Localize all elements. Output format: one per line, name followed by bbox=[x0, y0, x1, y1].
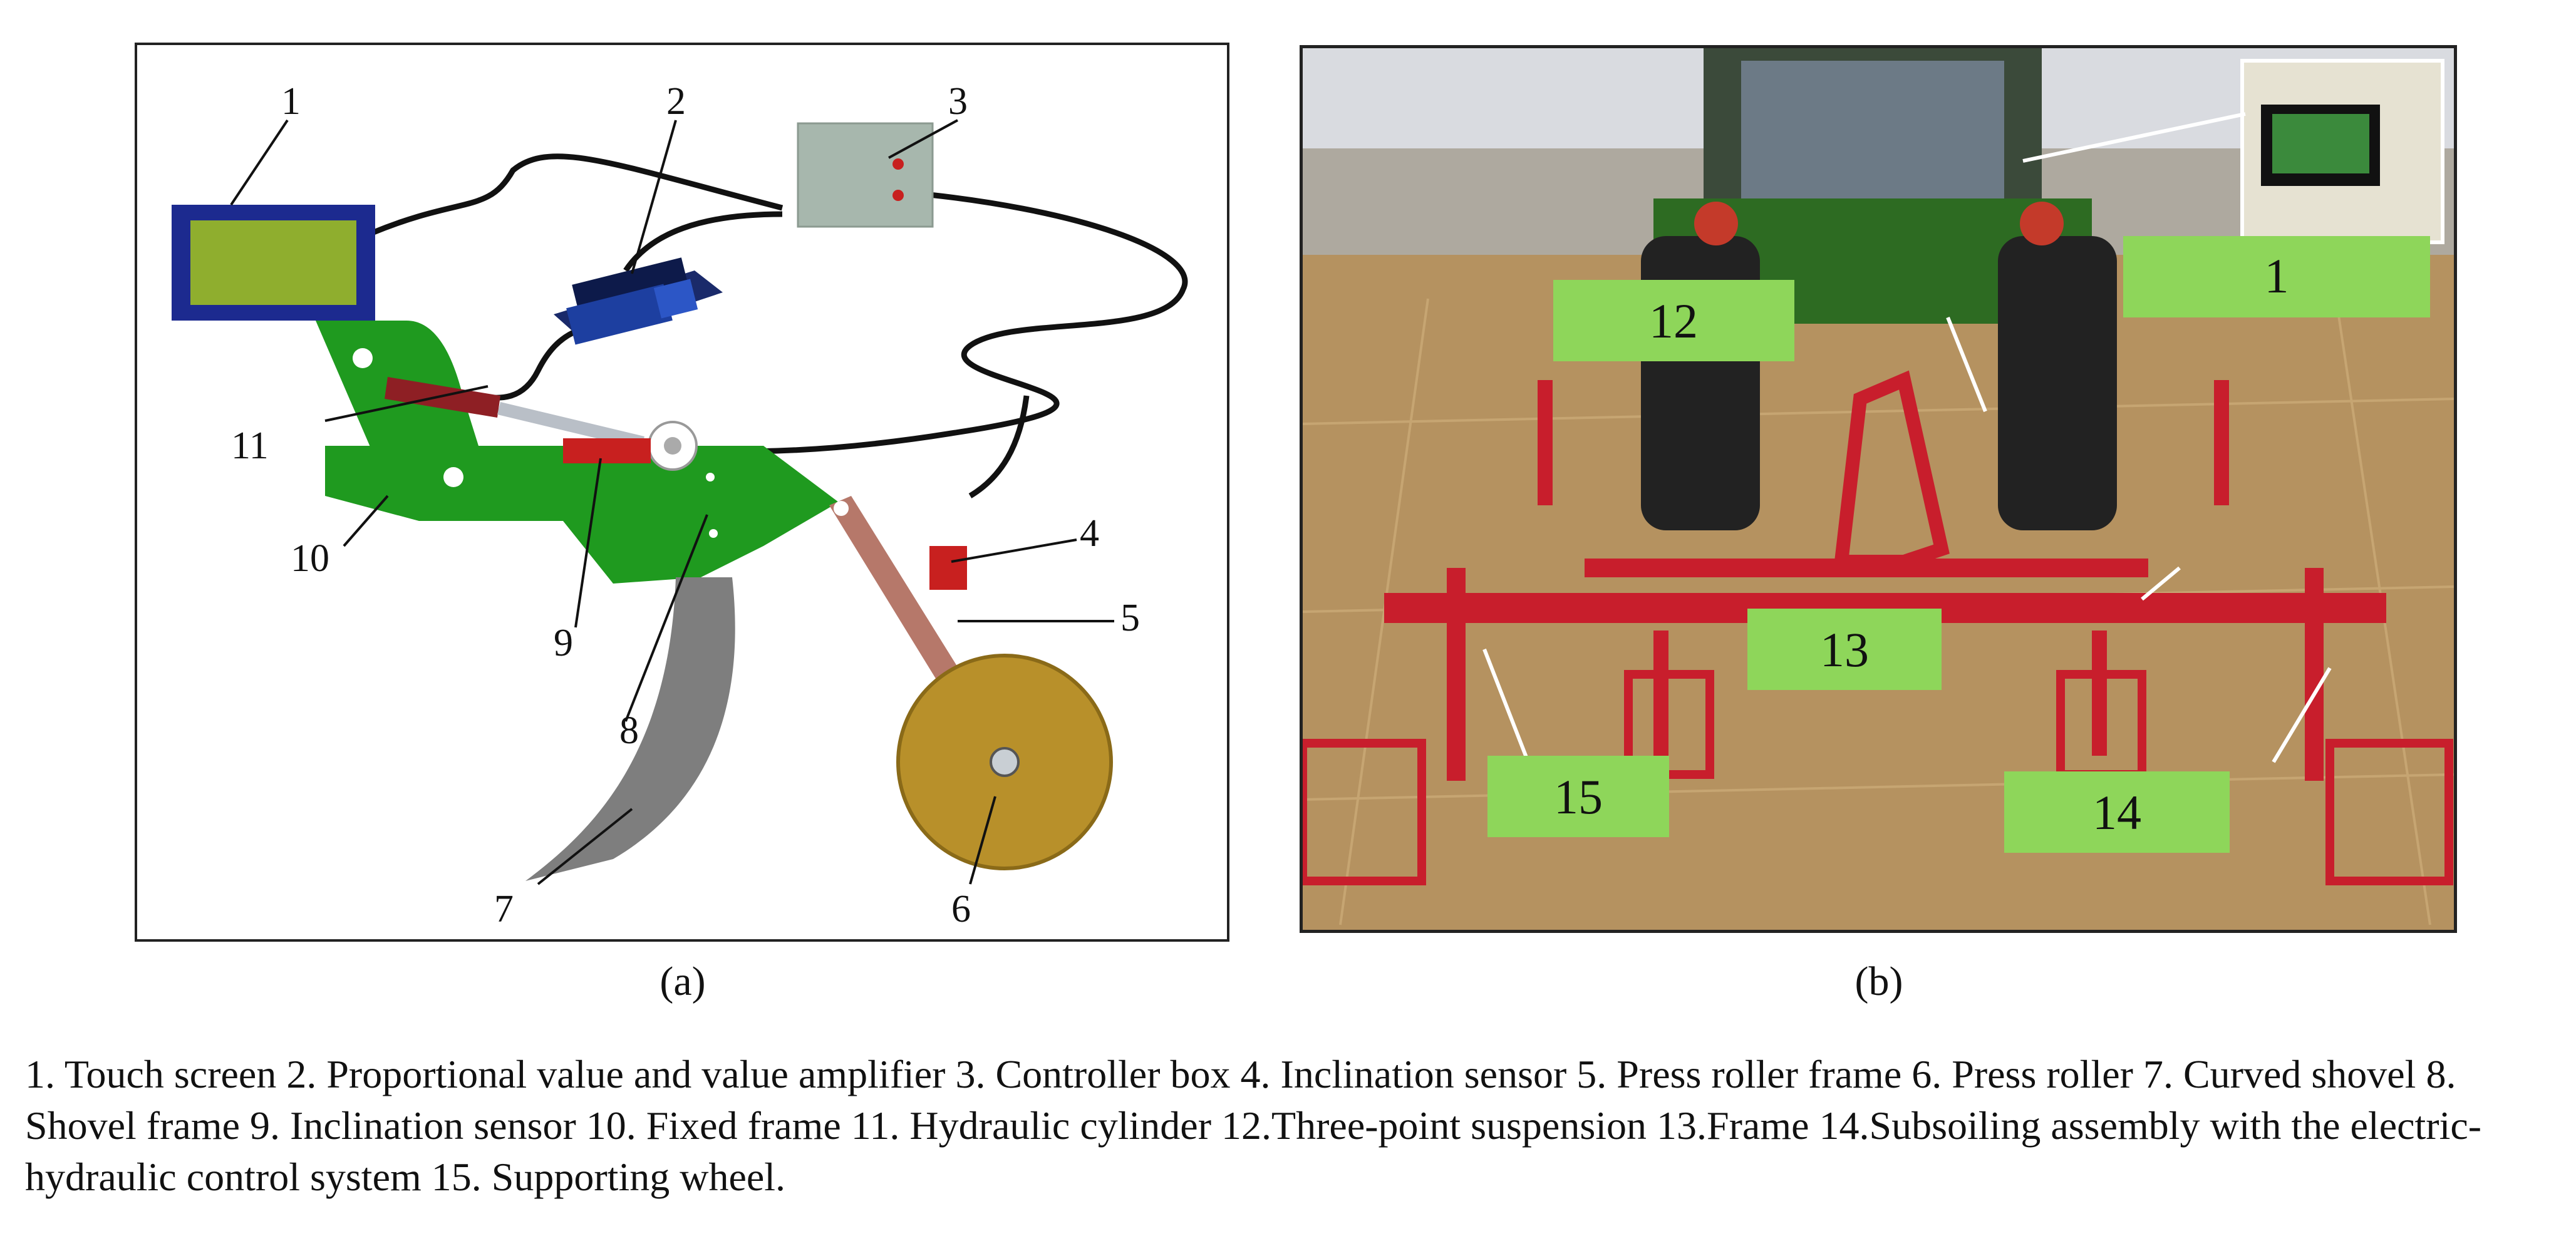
label-box-14-text: 14 bbox=[2092, 785, 2141, 840]
label-box-1 bbox=[2123, 236, 2430, 317]
callout-4: 4 bbox=[1080, 512, 1099, 555]
panel-b-photo: 1 12 13 14 15 bbox=[1300, 45, 2457, 933]
label-box-15-text: 15 bbox=[1554, 770, 1603, 824]
hydraulic-cylinder bbox=[385, 377, 698, 471]
leader-lines bbox=[230, 119, 1114, 885]
hydraulic-posts bbox=[1538, 380, 2229, 505]
inset-touch-screen bbox=[2240, 59, 2444, 244]
subsoiling-assemblies bbox=[1447, 568, 2324, 781]
proportional-valve bbox=[554, 257, 723, 345]
callout-6: 6 bbox=[951, 888, 971, 930]
cables bbox=[371, 153, 1188, 498]
callout-8: 8 bbox=[619, 709, 639, 752]
callout-10: 10 bbox=[291, 537, 329, 580]
press-roller bbox=[896, 654, 1113, 870]
curved-shovel bbox=[525, 577, 735, 881]
frame-inclination-sensor bbox=[563, 438, 651, 463]
schematic-drawing: 1 2 3 4 5 6 7 8 9 10 11 bbox=[172, 80, 1188, 930]
label-box-12-text: 12 bbox=[1649, 294, 1698, 348]
photo-leader-lines bbox=[1482, 112, 2332, 763]
callout-5: 5 bbox=[1120, 597, 1140, 639]
callout-7: 7 bbox=[494, 888, 514, 930]
touch-screen bbox=[172, 205, 375, 321]
figure-caption: 1. Touch screen 2. Proportional value an… bbox=[25, 1052, 2482, 1199]
arm-inclination-sensor bbox=[929, 546, 967, 590]
callout-numbers: 1 2 3 4 5 6 7 8 9 10 11 bbox=[231, 80, 1140, 930]
fixed-frame bbox=[316, 321, 839, 584]
label-box-12 bbox=[1553, 280, 1794, 361]
label-box-13-text: 13 bbox=[1820, 622, 1869, 677]
callout-3: 3 bbox=[948, 80, 968, 123]
panel-a-label: (a) bbox=[660, 959, 706, 1004]
soil bbox=[1303, 255, 2454, 930]
upper-frame bbox=[1585, 559, 2148, 577]
controller-box bbox=[797, 122, 934, 228]
photo-label-boxes: 1 12 13 14 15 bbox=[1487, 236, 2430, 853]
callout-9: 9 bbox=[554, 622, 573, 664]
field-photo: 1 12 13 14 15 bbox=[1303, 48, 2454, 930]
callout-11: 11 bbox=[231, 425, 269, 467]
label-box-13 bbox=[1747, 609, 1942, 690]
three-point-suspension bbox=[1833, 370, 1950, 569]
panel-b-label: (b) bbox=[1854, 959, 1903, 1004]
label-box-15 bbox=[1487, 756, 1669, 837]
panel-a-schematic: 1 2 3 4 5 6 7 8 9 10 11 bbox=[135, 43, 1229, 942]
callout-1: 1 bbox=[281, 80, 301, 123]
callout-2: 2 bbox=[666, 80, 686, 123]
label-box-14 bbox=[2004, 771, 2230, 853]
label-box-1-text: 1 bbox=[2265, 249, 2289, 303]
